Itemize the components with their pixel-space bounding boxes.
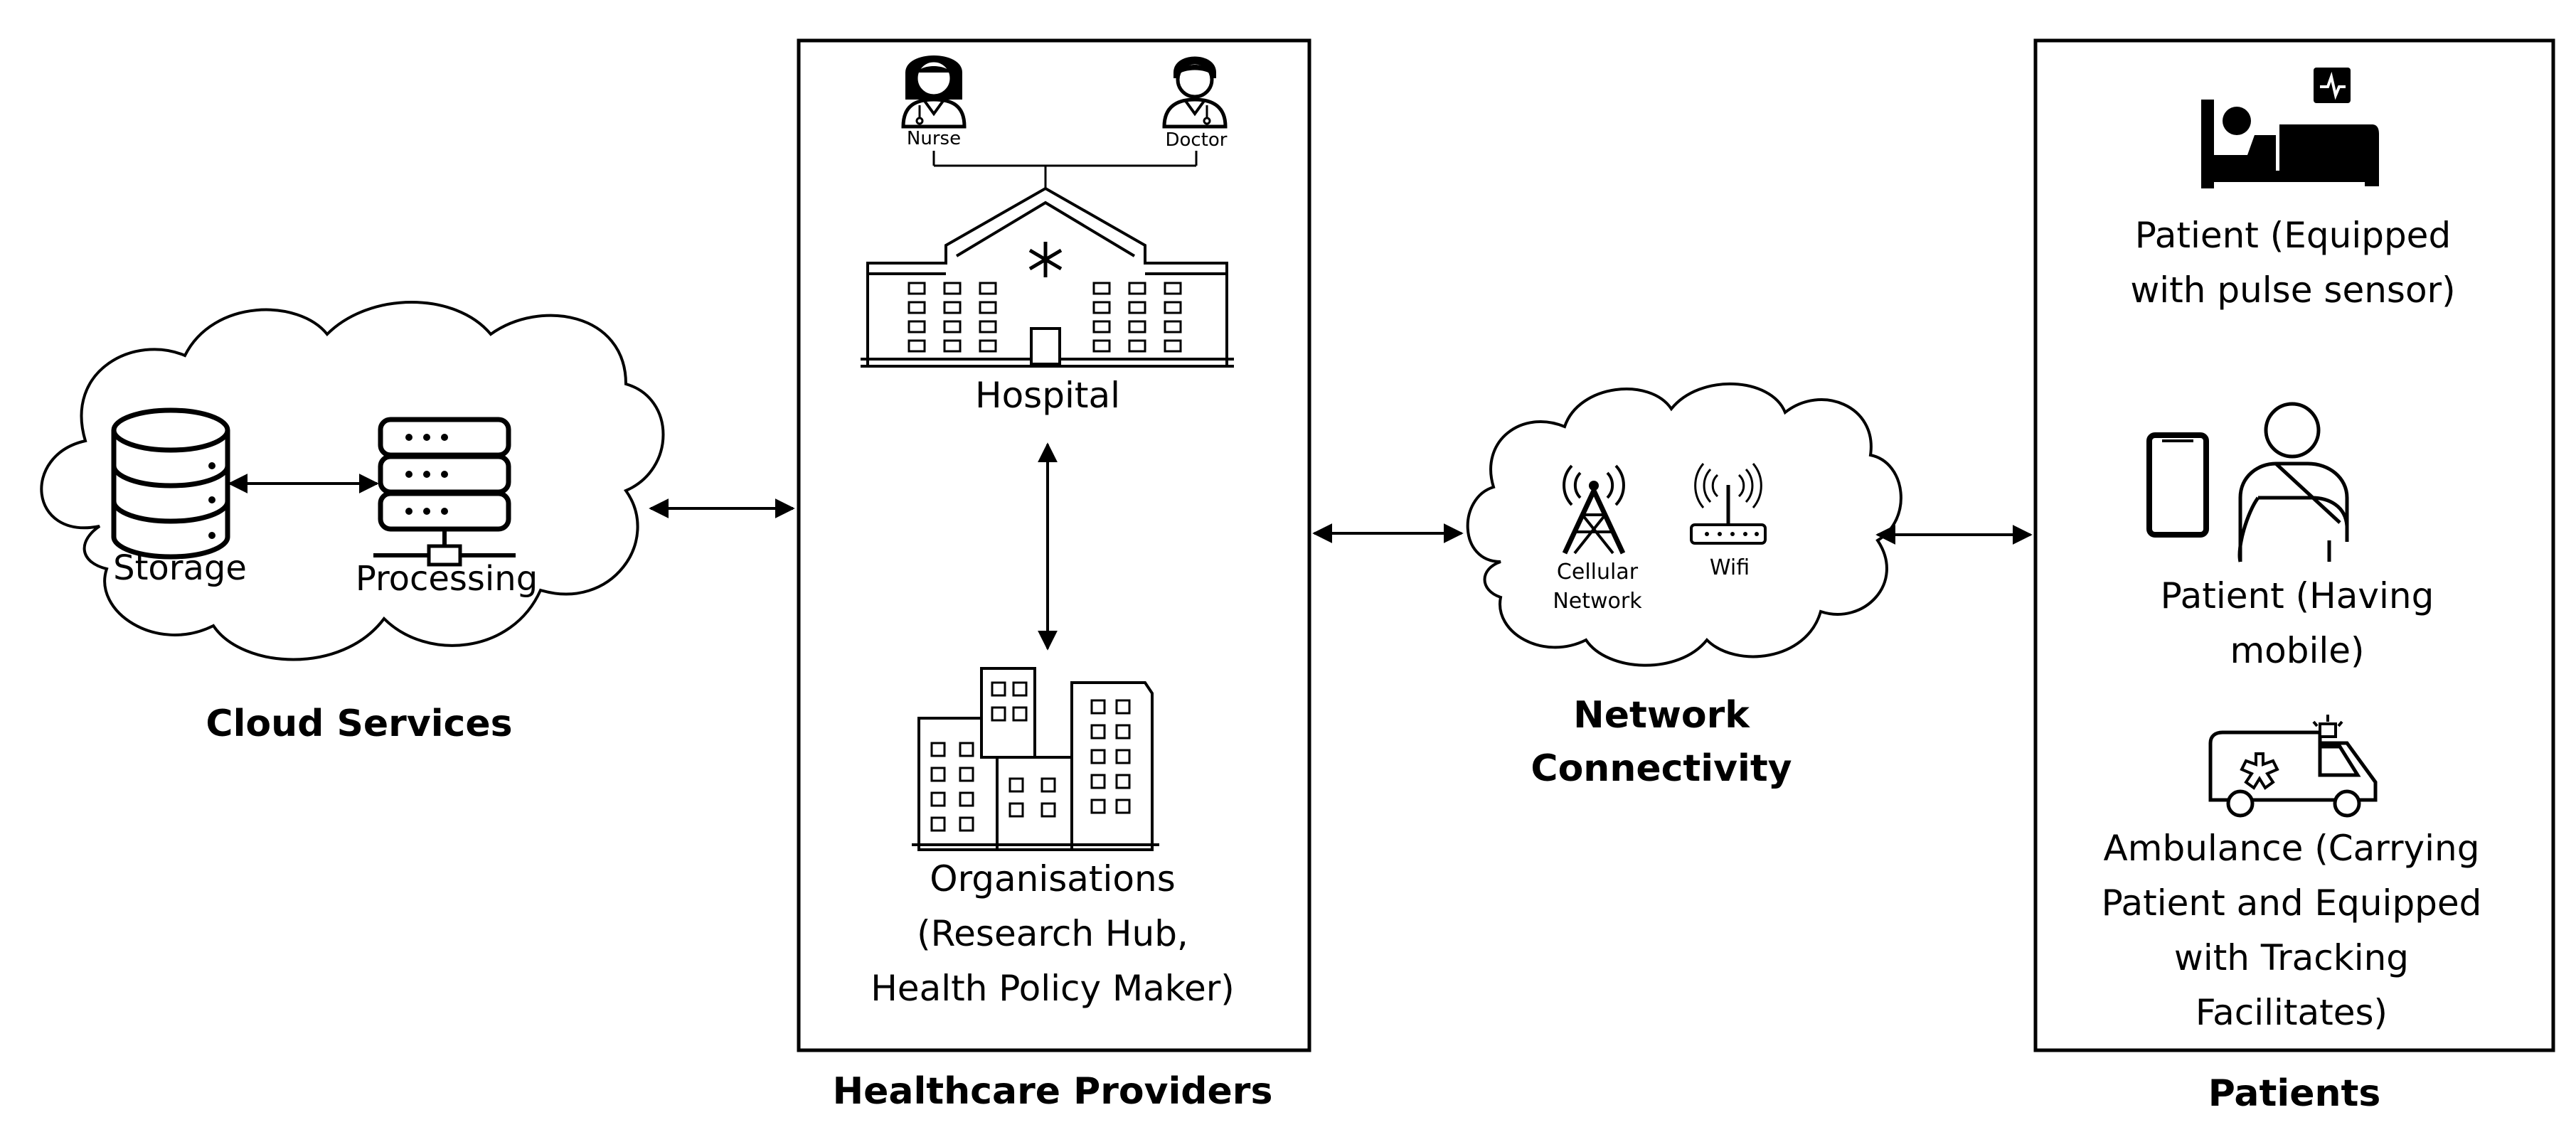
organisations-icon (912, 667, 1159, 851)
bed-patient-label-line1: Patient (Equipped (2135, 215, 2451, 256)
staff-connector (932, 151, 1198, 188)
cellular-label-line2: Network (1553, 589, 1642, 614)
organisations-label-line3: Health Policy Maker) (871, 968, 1235, 1009)
cloud-services-title: Cloud Services (206, 703, 512, 745)
cloud-services-group: Storage Processing Cloud Services (40, 301, 665, 745)
network-title-line1: Network (1573, 694, 1750, 737)
cell-tower-icon (1562, 464, 1626, 555)
ambulance-icon (2208, 715, 2378, 818)
storage-label: Storage (113, 548, 247, 588)
mobile-patient-label-line1: Patient (Having (2161, 575, 2434, 616)
hospital-label: Hospital (975, 375, 1120, 416)
ambulance-label-line3: with Tracking (2174, 937, 2409, 978)
patients-title: Patients (2208, 1072, 2381, 1115)
organisations-label-line1: Organisations (930, 858, 1176, 900)
network-group: Cellular Network Wifi Network Connectivi… (1466, 382, 1902, 790)
ambulance-label-line1: Ambulance (Carrying (2104, 828, 2480, 869)
doctor-label: Doctor (1165, 129, 1227, 151)
wifi-router-icon (1690, 463, 1767, 545)
mobile-patient-label-line2: mobile) (2230, 630, 2364, 671)
ambulance-label-line4: Facilitates) (2196, 992, 2388, 1033)
hospital-icon (861, 186, 1234, 368)
server-icon (373, 417, 516, 567)
database-icon (111, 407, 230, 560)
nurse-label: Nurse (907, 128, 961, 149)
healthcare-providers-group: Nurse Doctor (797, 38, 1311, 1113)
patient-with-sling-icon (2237, 402, 2349, 562)
patients-group: Patient (Equipped with pulse sensor) Pat… (2033, 38, 2555, 1115)
patients-box (2033, 38, 2555, 1052)
cellular-label-line1: Cellular (1557, 560, 1639, 584)
nurse-icon (901, 55, 967, 129)
network-title-line2: Connectivity (1531, 747, 1792, 790)
doctor-icon (1162, 56, 1228, 129)
healthcare-providers-title: Healthcare Providers (833, 1070, 1273, 1113)
processing-label: Processing (356, 559, 538, 599)
ambulance-label-line2: Patient and Equipped (2102, 882, 2482, 924)
mobile-phone-icon (2146, 432, 2209, 538)
organisations-label-line2: (Research Hub, (917, 913, 1188, 954)
hospital-bed-icon (2201, 68, 2379, 188)
network-cloud (1466, 382, 1902, 667)
bed-patient-label-line2: with pulse sensor) (2130, 269, 2455, 311)
wifi-label: Wifi (1710, 555, 1750, 580)
